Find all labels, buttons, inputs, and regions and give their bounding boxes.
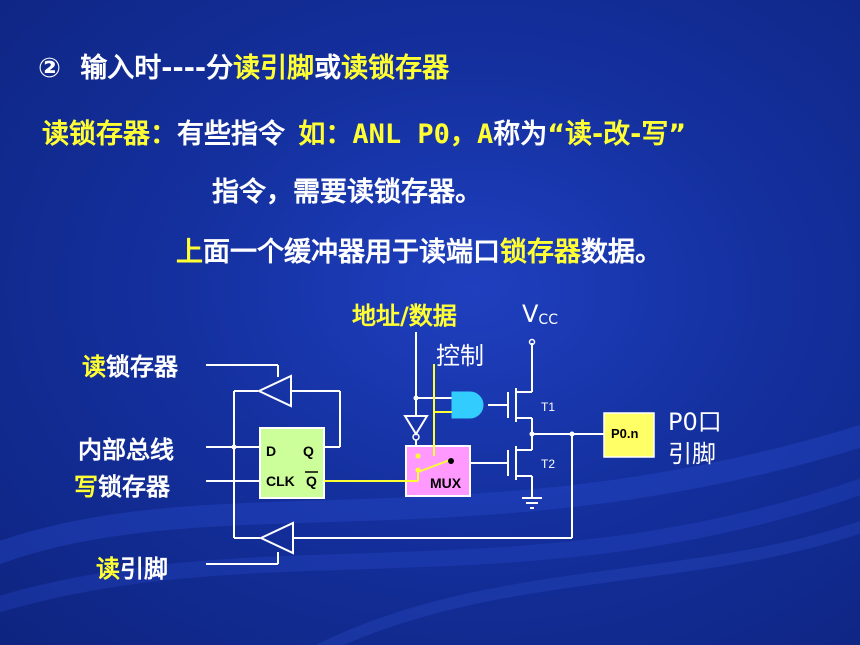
junction-pin bbox=[569, 431, 575, 437]
para2: 指令，需要读锁存器。 bbox=[212, 170, 482, 209]
mux-input-b bbox=[415, 467, 421, 473]
vcc-label: VCC bbox=[522, 300, 558, 328]
mux-output bbox=[448, 458, 454, 464]
t2-label: T2 bbox=[541, 457, 555, 471]
mux-input-a bbox=[415, 453, 421, 459]
para1-text-b: 称为 bbox=[493, 119, 548, 150]
d-latch bbox=[259, 427, 325, 499]
para1-quote: “读-改-写” bbox=[547, 119, 687, 150]
latch-qbar-label: Q bbox=[306, 473, 317, 489]
port-label: P0口 引脚 bbox=[668, 408, 722, 468]
junction-mid bbox=[529, 431, 535, 437]
and-gate bbox=[451, 391, 484, 419]
para2-text: 指令，需要读锁存器。 bbox=[212, 177, 482, 208]
para3-text-b: 数据。 bbox=[581, 237, 662, 268]
para1-term: 读锁存器： bbox=[42, 119, 177, 150]
junction-addr bbox=[413, 395, 419, 401]
heading: ② 输入时----分读引脚或读锁存器 bbox=[38, 46, 449, 85]
read-latch-buffer bbox=[256, 374, 292, 408]
control-label: 控制 bbox=[436, 342, 484, 370]
mux-label: MUX bbox=[430, 475, 462, 491]
t1-label: T1 bbox=[541, 400, 555, 414]
read-pin-label: 读引脚 bbox=[96, 555, 168, 583]
inverter-bubble bbox=[412, 433, 420, 441]
addr-data-label: 地址/数据 bbox=[352, 302, 457, 330]
para3: 上面一个缓冲器用于读端口锁存器数据。 bbox=[176, 230, 662, 269]
read-latch-label: 读锁存器 bbox=[82, 353, 178, 381]
heading-prefix: 输入时----分 bbox=[80, 53, 234, 84]
latch-q-label: Q bbox=[303, 443, 314, 459]
pin-box bbox=[603, 412, 655, 458]
heading-or: 或 bbox=[314, 53, 342, 84]
para1: 读锁存器：有些指令 如：ANL P0，A称为“读-改-写” bbox=[42, 112, 686, 151]
inverter bbox=[403, 415, 429, 436]
para1-text-a: 有些指令 bbox=[177, 119, 285, 150]
latch-d-label: D bbox=[266, 443, 276, 459]
vcc-terminal bbox=[528, 338, 536, 346]
para3-latch: 锁存器 bbox=[500, 237, 581, 268]
mux-switch bbox=[417, 459, 451, 473]
junction-bus bbox=[231, 444, 237, 450]
read-pin-buffer bbox=[258, 521, 294, 555]
para1-example: 如：ANL P0，A bbox=[298, 119, 494, 150]
heading-term-read-latch: 读锁存器 bbox=[341, 53, 450, 84]
internal-bus-label: 内部总线 bbox=[78, 436, 174, 464]
latch-clk-label: CLK bbox=[266, 473, 295, 489]
para3-text-a: 面一个缓冲器用于读端口 bbox=[203, 237, 500, 268]
para3-up: 上 bbox=[176, 237, 203, 268]
pin-box-label: P0.n bbox=[611, 426, 639, 441]
heading-term-read-pin: 读引脚 bbox=[233, 53, 315, 84]
write-latch-label: 写锁存器 bbox=[74, 473, 170, 501]
heading-number: ② bbox=[38, 53, 61, 84]
